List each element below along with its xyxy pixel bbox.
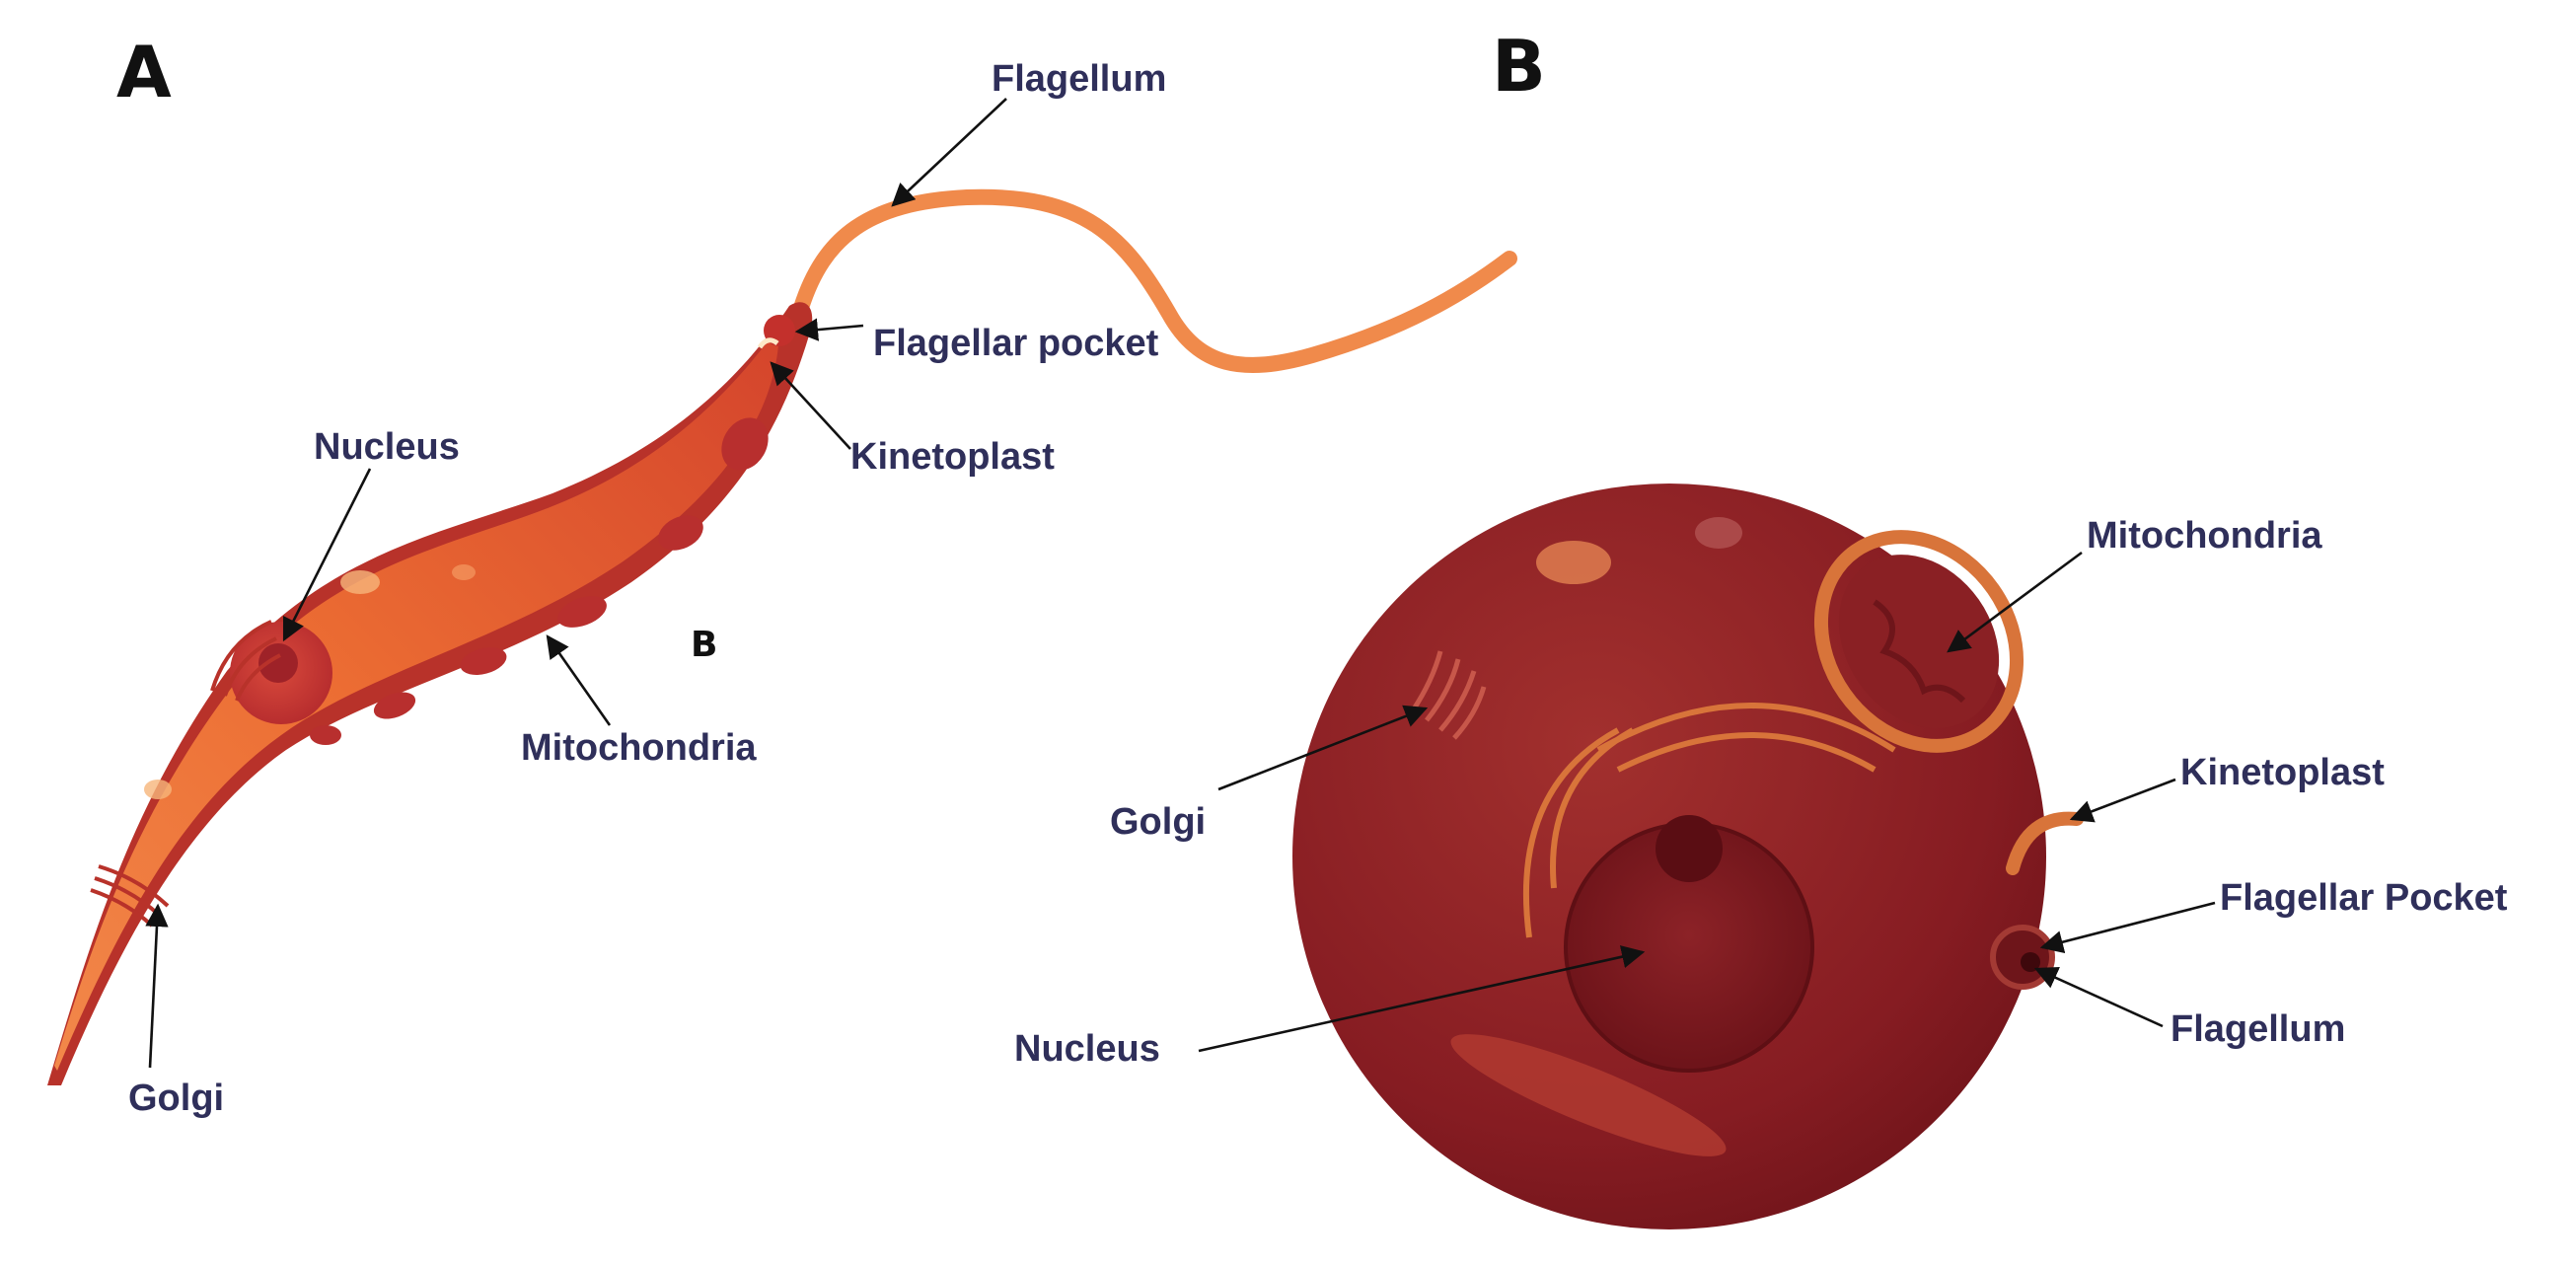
label-b-golgi: Golgi: [1110, 801, 1206, 843]
amastigote-flagellum: [2021, 952, 2040, 972]
amastigote-mitochondrion: [1813, 530, 2024, 753]
amastigote-er: [1522, 703, 1896, 938]
label-a-stray-letter: B: [691, 625, 717, 665]
label-b-kinetoplast: Kinetoplast: [2180, 752, 2385, 793]
trypomastigote-body: [54, 326, 779, 1071]
arrow-b-flagellum: [2033, 967, 2164, 1028]
arrow-a-flagellar-pocket: [794, 318, 864, 341]
arrow-b-nucleus: [1198, 945, 1646, 1053]
label-a-nucleus: Nucleus: [314, 426, 460, 468]
label-b-mitochondria: Mitochondria: [2087, 515, 2322, 557]
arrow-a-nucleus: [282, 468, 372, 642]
label-a-flagellum: Flagellum: [992, 58, 1166, 100]
label-a-golgi: Golgi: [128, 1078, 224, 1119]
panel-b: B: [1014, 25, 2508, 1229]
label-b-flagellum: Flagellum: [2171, 1008, 2345, 1050]
panel-a-letter: A: [116, 31, 172, 113]
label-b-nucleus: Nucleus: [1014, 1028, 1160, 1070]
amastigote-kinetoplast: [2006, 811, 2084, 875]
label-a-flagellar-pocket: Flagellar pocket: [873, 323, 1159, 364]
arrow-a-flagellum: [891, 98, 1007, 207]
trypomastigote-kinetoplast: [757, 337, 779, 349]
amastigote-nucleolus: [1656, 815, 1723, 882]
label-a-mitochondria: Mitochondria: [521, 727, 757, 769]
arrow-a-mitochondria: [546, 634, 612, 726]
trypomastigote-flagellum: [793, 188, 1517, 373]
arrow-b-mitochondria: [1947, 551, 2083, 653]
trypomastigote-golgi-upper: [210, 620, 281, 702]
label-a-kinetoplast: Kinetoplast: [850, 436, 1055, 478]
arrow-b-golgi: [1217, 705, 1429, 791]
label-b-flagellar-pocket: Flagellar Pocket: [2220, 877, 2508, 919]
amastigote-golgi: [1410, 650, 1487, 740]
panel-b-letter: B: [1492, 25, 1546, 108]
arrow-b-kinetoplast: [2069, 778, 2176, 823]
arrow-a-kinetoplast: [770, 361, 851, 450]
panel-a: A: [47, 31, 1517, 1119]
trypomastigote-mitochondria: [310, 417, 769, 745]
arrow-b-flagellar-pocket: [2039, 901, 2216, 954]
arrow-a-golgi: [145, 903, 169, 1069]
